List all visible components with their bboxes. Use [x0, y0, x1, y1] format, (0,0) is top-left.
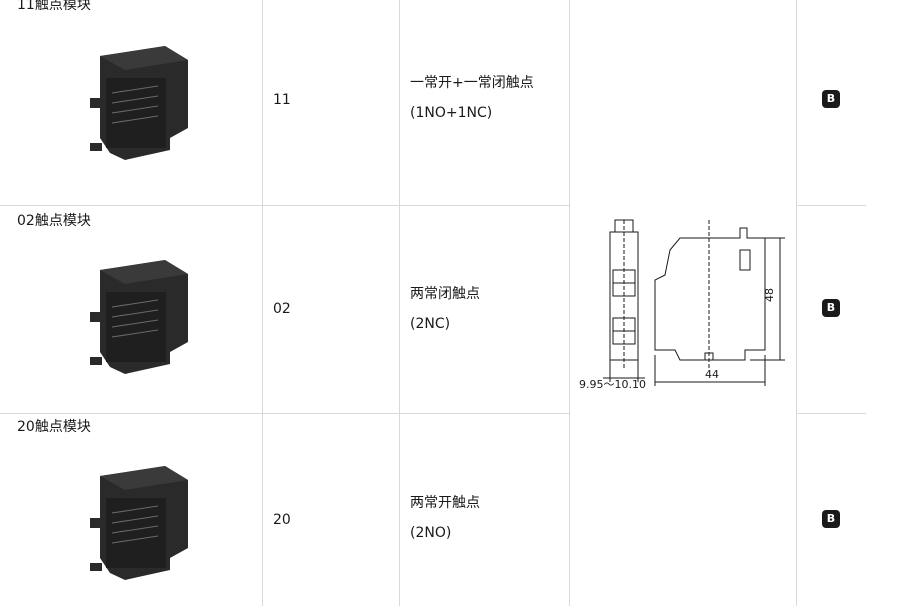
height-dimension-label: 48 — [763, 288, 776, 302]
column-divider — [399, 0, 400, 606]
contact-code: 20 — [273, 512, 291, 528]
description-sub: (2NO) — [410, 525, 452, 541]
badge-b: B — [822, 299, 840, 317]
contact-code: 11 — [273, 92, 291, 108]
contact-description: 两常开触点 (2NO) — [410, 494, 480, 542]
row-title: 11触点模块 — [17, 0, 91, 13]
contact-code: 02 — [273, 301, 291, 317]
column-divider — [796, 0, 797, 606]
row-title: 02触点模块 — [17, 213, 91, 229]
description-sub: (1NO+1NC) — [410, 105, 493, 121]
badge-b: B — [822, 90, 840, 108]
contact-description: 两常闭触点 (2NC) — [410, 285, 480, 333]
width-dimension-label: 9.95～10.10 — [579, 378, 646, 391]
contact-module-product-image — [90, 46, 188, 160]
description-main: 两常开触点 — [410, 495, 480, 511]
contact-description: 一常开+一常闭触点 (1NO+1NC) — [410, 74, 534, 122]
description-sub: (2NC) — [410, 316, 451, 332]
description-main: 一常开+一常闭触点 — [410, 75, 534, 91]
column-divider — [569, 0, 570, 606]
contact-module-product-image — [90, 466, 188, 580]
column-divider — [262, 0, 263, 606]
row-title: 20触点模块 — [17, 419, 91, 435]
row-divider — [796, 413, 866, 414]
description-main: 两常闭触点 — [410, 286, 480, 302]
row-divider — [0, 413, 569, 414]
badge-b: B — [822, 510, 840, 528]
length-dimension-label: 44 — [705, 368, 719, 381]
row-divider — [0, 205, 569, 206]
row-divider — [796, 205, 866, 206]
contact-module-product-image — [90, 260, 188, 374]
dimension-drawing: 9.95～10.10 44 48 — [579, 219, 785, 391]
